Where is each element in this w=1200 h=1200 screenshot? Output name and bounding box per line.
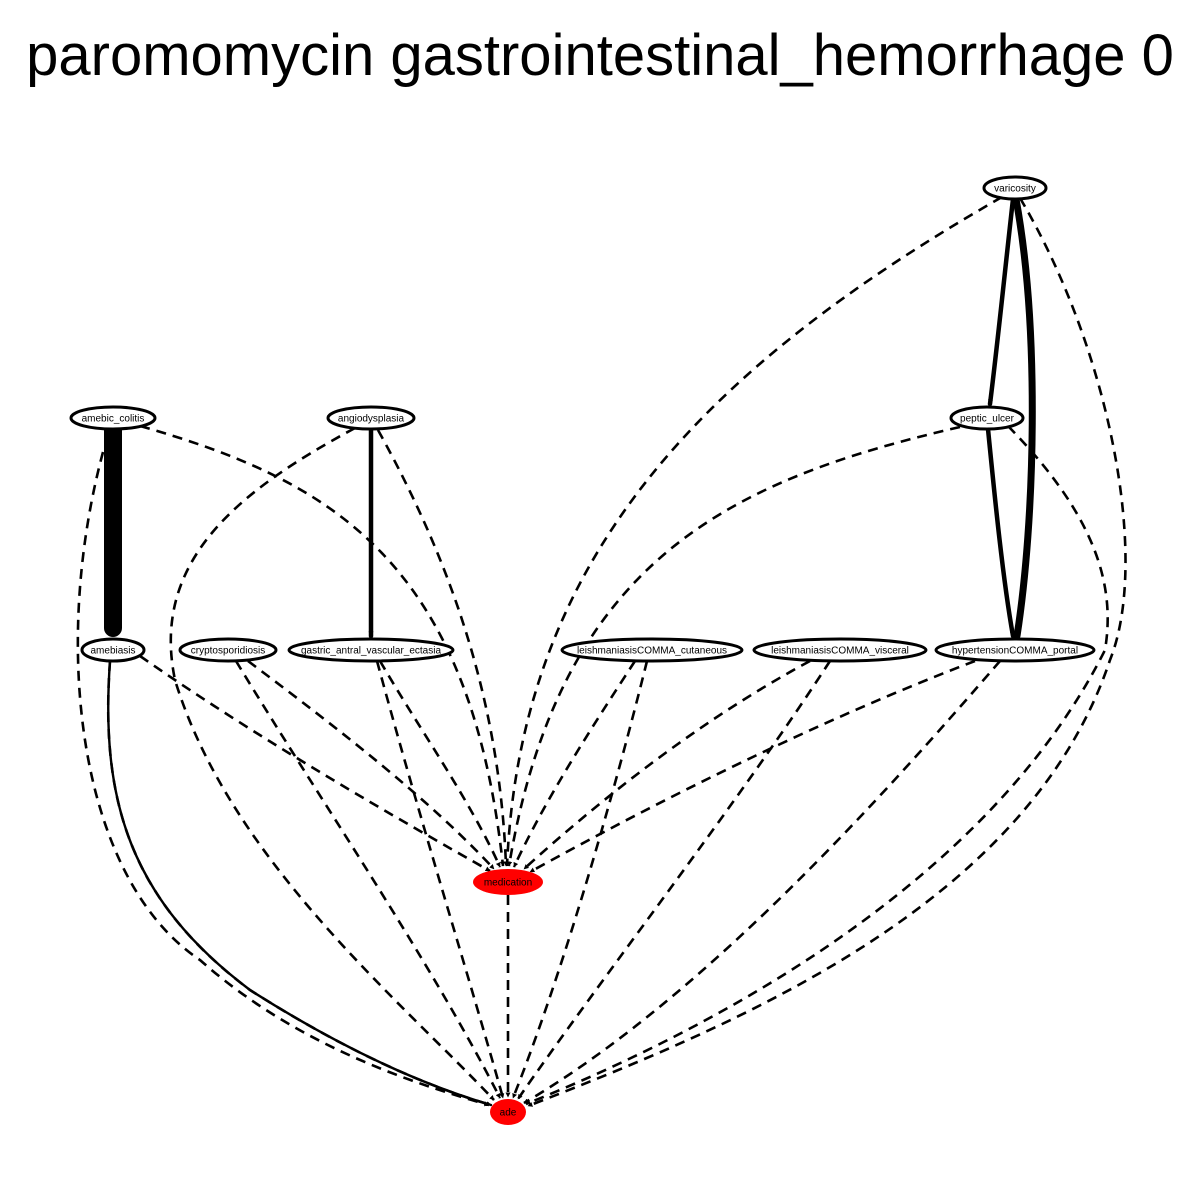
node-shape — [80, 637, 146, 663]
edge-peptic_ulcer-to-ade — [525, 425, 1109, 1106]
edge-amebic_colitis-to-medication — [139, 424, 506, 867]
node-label: medication — [484, 878, 532, 889]
node-label: cryptosporidiosis — [191, 646, 265, 657]
edge-varicosity-to-medication — [504, 195, 1003, 867]
node-gastric_antral_vascular_ectasia: gastric_antral_vascular_ectasia — [287, 637, 455, 663]
node-shape — [982, 175, 1048, 201]
edge-leishmaniasis_cutaneous-to-ade — [511, 660, 649, 1099]
edge-gastric_antral_vascular_ectasia-to-ade — [375, 660, 505, 1099]
node-shape — [178, 637, 278, 663]
node-label: angiodysplasia — [338, 414, 405, 425]
edge-gastric_antral_vascular_ectasia-to-medication — [378, 660, 502, 868]
edge-varicosity-to-hypertension_portal — [1012, 195, 1036, 640]
node-label: amebic_colitis — [82, 414, 145, 425]
node-shape — [287, 637, 455, 663]
edge-amebiasis-to-ade — [106, 660, 492, 1107]
edge-hypertension_portal-to-ade — [523, 660, 1001, 1105]
node-peptic_ulcer: peptic_ulcer — [949, 405, 1025, 431]
nodes-layer: varicosity amebic_colitis angiodysplasia pe… — [69, 175, 1096, 1125]
edge-varicosity-to-ade — [527, 197, 1127, 1108]
edge-peptic_ulcer-to-hypertension_portal — [985, 426, 1016, 639]
node-shape — [560, 637, 744, 663]
node-shape — [326, 405, 416, 431]
node-label: peptic_ulcer — [960, 414, 1015, 425]
node-shape — [949, 405, 1025, 431]
node-label: varicosity — [994, 184, 1036, 195]
page-title: paromomycin gastrointestinal_hemorrhage … — [26, 23, 1174, 88]
edge-hypertension_portal-to-medication — [529, 659, 976, 874]
edge-amebiasis-to-medication — [139, 654, 491, 873]
node-label: hypertensionCOMMA_portal — [952, 646, 1078, 657]
node-shape — [490, 1099, 526, 1125]
node-medication: medication — [473, 869, 543, 895]
node-shape — [752, 637, 928, 663]
node-leishmaniasis_visceral: leishmaniasisCOMMA_visceral — [752, 637, 928, 663]
node-label: ade — [500, 1108, 517, 1119]
node-cryptosporidiosis: cryptosporidiosis — [178, 637, 278, 663]
node-label: leishmaniasisCOMMA_visceral — [771, 646, 909, 657]
edges-layer — [76, 195, 1127, 1108]
node-ade: ade — [490, 1099, 526, 1125]
node-leishmaniasis_cutaneous: leishmaniasisCOMMA_cutaneous — [560, 637, 744, 663]
node-label: leishmaniasisCOMMA_cutaneous — [577, 646, 727, 657]
node-angiodysplasia: angiodysplasia — [326, 405, 416, 431]
node-label: amebiasis — [90, 646, 135, 657]
node-shape — [934, 637, 1096, 663]
edge-angiodysplasia-to-ade — [169, 426, 495, 1101]
node-amebic_colitis: amebic_colitis — [69, 405, 157, 431]
node-hypertension_portal: hypertensionCOMMA_portal — [934, 637, 1096, 663]
edge-leishmaniasis_visceral-to-ade — [516, 660, 832, 1100]
edge-angiodysplasia-to-medication — [376, 429, 509, 867]
node-amebiasis: amebiasis — [80, 637, 146, 663]
node-shape — [69, 405, 157, 431]
edge-cryptosporidiosis-to-ade — [234, 660, 502, 1099]
node-varicosity: varicosity — [982, 175, 1048, 201]
edge-leishmaniasis_cutaneous-to-medication — [512, 660, 637, 868]
edge-cryptosporidiosis-to-medication — [247, 659, 495, 870]
edge-varicosity-to-peptic_ulcer — [987, 196, 1016, 407]
node-shape — [473, 869, 543, 895]
edge-leishmaniasis_visceral-to-medication — [523, 659, 811, 870]
node-label: gastric_antral_vascular_ectasia — [301, 646, 442, 657]
edge-amebic_colitis-to-ade — [76, 451, 490, 1107]
